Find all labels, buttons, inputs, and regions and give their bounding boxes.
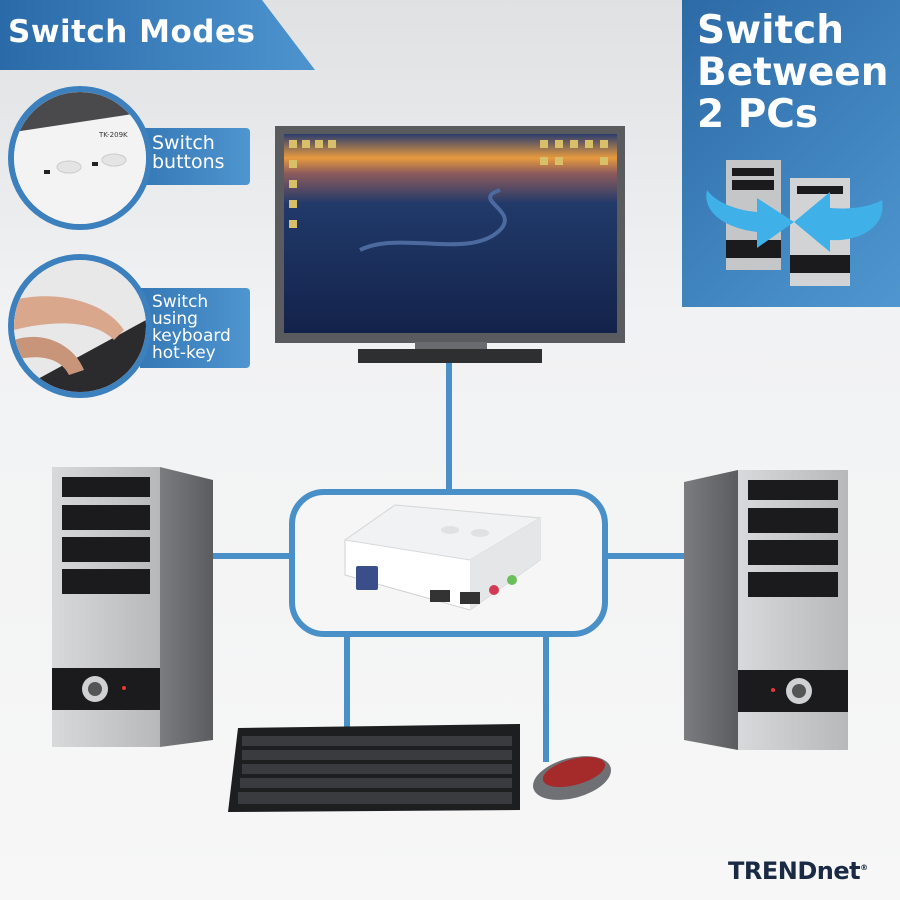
two-pc-swap-arrows-icon <box>706 160 883 286</box>
registered-mark: ® <box>860 863 868 872</box>
label-line: using <box>152 309 198 329</box>
connection-lines <box>212 362 686 762</box>
keyboard <box>228 724 520 812</box>
label-line: keyboard <box>152 326 231 346</box>
trendnet-logo: TRENDnet® <box>728 857 868 885</box>
switch-buttons-image: TK-209K <box>8 86 152 230</box>
mode-label-keyboard-hotkey: Switch using keyboard hot-key <box>140 288 250 368</box>
monitor-screen <box>284 134 617 333</box>
title-line: 2 PCs <box>697 92 819 137</box>
left-pc-tower <box>52 467 213 747</box>
keyboard-hotkey-image <box>8 254 152 398</box>
label-line: Switch <box>152 292 209 312</box>
label-line: hot-key <box>152 343 216 363</box>
monitor <box>275 126 625 363</box>
device-model: TK-209K <box>98 131 128 139</box>
banner-title: Switch Modes <box>8 14 256 50</box>
label-line: buttons <box>152 151 225 173</box>
mouse <box>533 756 611 800</box>
switch-modes-banner: Switch Modes <box>0 0 315 70</box>
label-line: Switch <box>152 132 215 154</box>
right-pc-tower <box>684 470 848 750</box>
logo-text: TRENDnet <box>728 857 861 885</box>
title-line: Switch <box>697 8 845 53</box>
panel-title: Switch Between 2 PCs <box>697 10 889 136</box>
kvm-switch <box>343 504 542 611</box>
switch-between-pcs-panel: Switch Between 2 PCs <box>682 0 900 307</box>
title-line: Between <box>697 50 889 95</box>
mode-label-switch-buttons: Switch buttons <box>140 128 250 185</box>
